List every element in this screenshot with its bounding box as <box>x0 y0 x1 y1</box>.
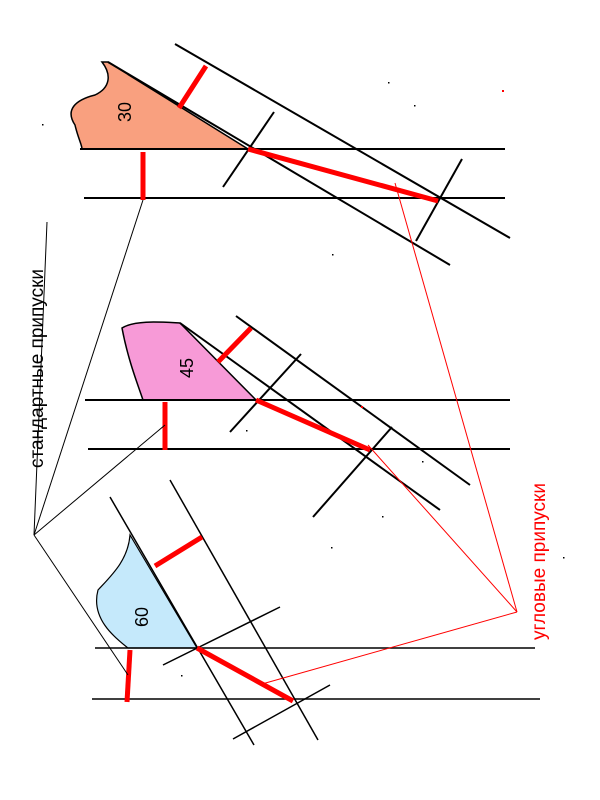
allowance-mark <box>216 326 253 364</box>
speck <box>42 124 44 126</box>
shape-30 <box>70 61 251 150</box>
angular-allowance-mark <box>254 397 372 453</box>
speck <box>332 254 334 256</box>
standard-allowances-callout: стандартные припуски <box>27 199 166 676</box>
incline-line <box>109 496 255 746</box>
speck <box>502 90 504 92</box>
speck <box>414 105 416 107</box>
incline-line <box>235 315 471 486</box>
angular-allowance-mark <box>195 645 295 704</box>
perp-line <box>415 158 463 242</box>
perp-line <box>162 606 281 666</box>
leader-line <box>261 611 518 685</box>
speck <box>331 547 333 549</box>
leader-line <box>33 199 144 536</box>
label-underline <box>33 221 48 536</box>
leader-line <box>367 444 518 613</box>
incline-line <box>169 479 319 741</box>
joint-30: 30 <box>70 43 511 266</box>
speck <box>422 461 424 463</box>
speck <box>181 675 183 677</box>
speck <box>563 557 565 559</box>
joint-45: 45 <box>85 315 510 518</box>
leader-line <box>33 424 166 536</box>
leader-line <box>33 534 129 676</box>
speck <box>388 82 390 84</box>
leader-line <box>394 182 518 613</box>
specks <box>42 82 565 677</box>
joint-60: 60 <box>92 479 540 746</box>
angle-label-45: 45 <box>177 358 197 378</box>
incline-line <box>174 43 511 239</box>
standard-allowances-label: стандартные припуски <box>27 269 48 468</box>
allowance-mark <box>176 64 209 110</box>
perp-line <box>232 684 331 740</box>
speck <box>382 516 384 518</box>
speck <box>246 430 248 432</box>
angle-label-60: 60 <box>132 607 152 627</box>
angular-allowance-mark <box>247 146 439 204</box>
perp-line <box>229 353 302 433</box>
allowance-mark <box>153 534 204 569</box>
perp-line <box>312 426 393 518</box>
incline-line <box>107 61 451 266</box>
shape-60 <box>95 533 199 649</box>
angle-label-30: 30 <box>115 102 135 122</box>
allowance-mark <box>124 649 133 703</box>
angular-allowances-callout: угловые припуски <box>261 182 550 685</box>
angular-allowances-label: угловые припуски <box>529 483 550 640</box>
speck <box>361 406 363 408</box>
